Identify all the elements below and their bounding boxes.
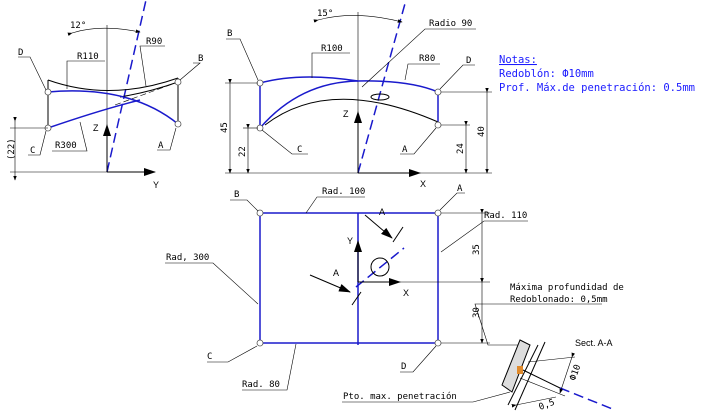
label-r100: R100 bbox=[321, 44, 343, 54]
point-c: C bbox=[30, 146, 35, 156]
section-hatch bbox=[501, 339, 531, 393]
dim-30: 30 bbox=[472, 307, 482, 318]
angle-label: 15° bbox=[317, 9, 333, 19]
point-b: B bbox=[227, 29, 232, 39]
y-axis-label: Y bbox=[153, 180, 159, 190]
max-penetration-label: Pto. max. penetración bbox=[343, 391, 457, 402]
section-title: Sect. A-A bbox=[575, 338, 613, 348]
label-r110: R110 bbox=[77, 52, 99, 62]
dim-24: 24 bbox=[456, 143, 466, 154]
point-c: C bbox=[207, 352, 212, 362]
axis-line bbox=[357, 0, 407, 174]
z-axis-label: Z bbox=[93, 123, 99, 133]
dim-45: 45 bbox=[220, 122, 230, 133]
front-view: 15° Z X 45 22 24 40 Radio 90 R100 R80 B … bbox=[220, 0, 492, 189]
dim-diameter: Ф10 bbox=[568, 363, 583, 382]
y-axis-label: Y bbox=[347, 236, 353, 246]
depth-note-line1: Máxima profundidad de bbox=[510, 283, 624, 293]
label-r80: R80 bbox=[419, 54, 435, 64]
note-max-penetration: Prof. Máx.de penetración: 0.5mm bbox=[499, 82, 695, 94]
depth-note-line2: Redoblonado: 0,5mm bbox=[510, 295, 608, 305]
label-rad300: Rad, 300 bbox=[166, 253, 209, 263]
point-b: B bbox=[198, 54, 203, 64]
note-rivet-diameter: Redoblón: Ф10mm bbox=[499, 68, 594, 80]
rivet-hole bbox=[370, 257, 390, 277]
label-rad110: Rad. 110 bbox=[484, 211, 527, 221]
point-d: D bbox=[18, 48, 23, 58]
section-mark-lower: A bbox=[333, 268, 339, 278]
notes-block: Notas: Redoblón: Ф10mm Prof. Máx.de pene… bbox=[499, 54, 695, 94]
point-d: D bbox=[466, 56, 471, 66]
notes-title: Notas: bbox=[499, 54, 537, 66]
point-a: A bbox=[158, 141, 164, 151]
axis-line bbox=[106, 0, 147, 173]
dim-40: 40 bbox=[477, 126, 487, 137]
point-c: C bbox=[297, 145, 302, 155]
label-rad100: Rad. 100 bbox=[322, 187, 365, 197]
label-radio90: Radio 90 bbox=[429, 19, 472, 29]
label-r90: R90 bbox=[146, 37, 162, 47]
left-view: 12° Z Y (22) R110 R90 R300 D B C A bbox=[7, 0, 203, 190]
angle-label: 12° bbox=[70, 21, 86, 31]
dim-22: (22) bbox=[7, 138, 17, 160]
label-r300: R300 bbox=[55, 141, 77, 151]
point-a: A bbox=[457, 184, 463, 194]
label-rad80: Rad. 80 bbox=[242, 380, 280, 390]
angle-dim bbox=[67, 27, 141, 36]
dim-22: 22 bbox=[238, 146, 248, 157]
top-view: Y X A A 35 30 Rad. 100 Rad. 110 Rad, 300… bbox=[165, 184, 528, 391]
point-d: D bbox=[401, 362, 406, 372]
section-a-a: Sect. A-A Máxima profundidad de Redoblon… bbox=[342, 283, 624, 413]
section-line bbox=[355, 247, 405, 288]
z-axis-label: Z bbox=[343, 109, 349, 119]
point-b: B bbox=[234, 190, 239, 200]
dim-35: 35 bbox=[472, 244, 482, 255]
max-penetration-point bbox=[517, 366, 523, 374]
x-axis-label: X bbox=[420, 179, 426, 189]
section-mark-upper: A bbox=[379, 207, 385, 217]
point-a: A bbox=[402, 145, 408, 155]
x-axis-label: X bbox=[403, 288, 409, 298]
